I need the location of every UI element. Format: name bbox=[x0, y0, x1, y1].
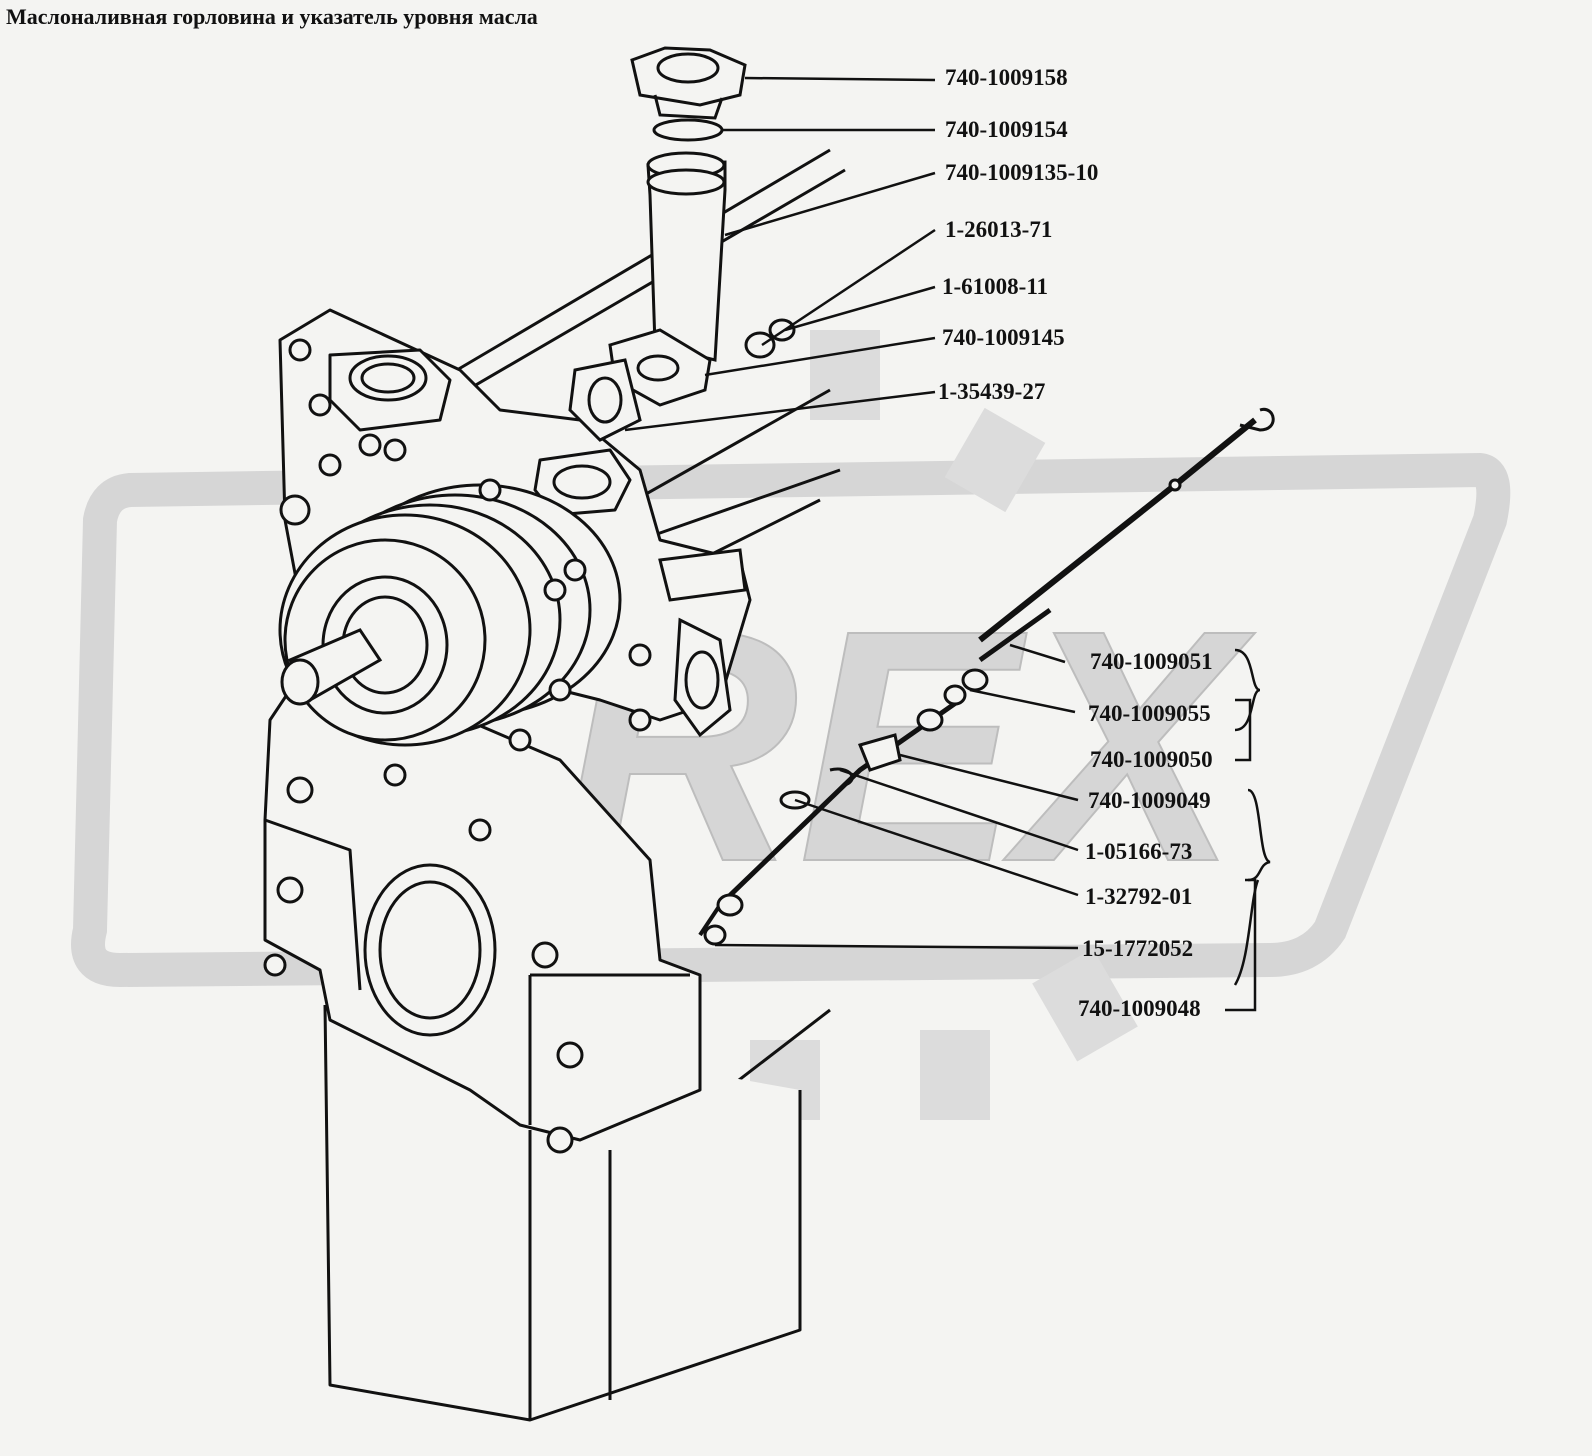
part-number-label: 740-1009048 bbox=[1078, 996, 1201, 1021]
right-bracket bbox=[658, 548, 747, 738]
part-number-label: 1-26013-71 bbox=[945, 217, 1053, 242]
watermark-gear bbox=[750, 330, 1138, 1120]
part-number-label: 15-1772052 bbox=[1082, 936, 1194, 961]
part-number-label: 740-1009154 bbox=[945, 117, 1068, 142]
dipstick-assembly bbox=[698, 407, 1275, 946]
crank-pulley bbox=[278, 483, 622, 747]
part-number-label: 1-32792-01 bbox=[1085, 884, 1193, 909]
part-number-label: 740-1009049 bbox=[1088, 788, 1211, 813]
leader-lines bbox=[624, 76, 1271, 1012]
part-number-label: 740-1009145 bbox=[942, 325, 1065, 350]
part-number-label: 740-1009050 bbox=[1090, 747, 1213, 772]
part-number-label: 1-61008-11 bbox=[942, 274, 1049, 299]
part-number-label: 1-35439-27 bbox=[938, 379, 1046, 404]
oil-filler-neck bbox=[568, 46, 796, 442]
part-number-label: 1-05166-73 bbox=[1085, 839, 1193, 864]
part-number-label: 740-1009051 bbox=[1090, 649, 1213, 674]
part-number-label: 740-1009055 bbox=[1088, 701, 1211, 726]
part-number-label: 740-1009158 bbox=[945, 65, 1068, 90]
page-title: Маслоналивная горловина и указатель уров… bbox=[6, 4, 538, 29]
bolts bbox=[263, 338, 652, 1154]
part-number-label: 740-1009135-10 bbox=[945, 160, 1099, 185]
